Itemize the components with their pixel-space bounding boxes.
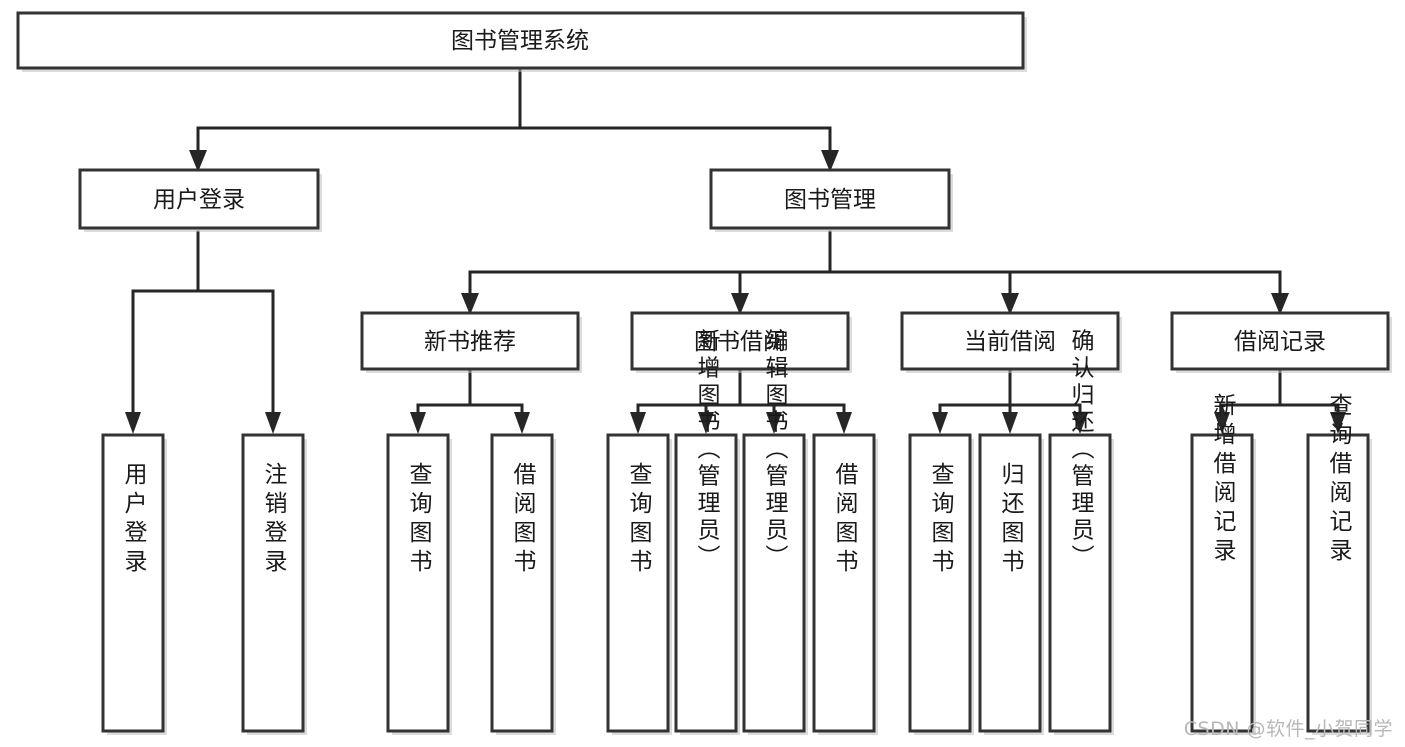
- book-borrow-box: [630, 311, 850, 371]
- leaf-edit-book-box: [742, 433, 806, 733]
- leaf-node-confirm-return[interactable]: 确认归还（管理员）: [1048, 329, 1114, 736]
- leaf-query-book-2-box: [606, 433, 670, 733]
- arrow-leaf-query-book-1: [410, 412, 426, 434]
- leaf-node-logout-login[interactable]: 注销登录: [241, 433, 307, 735]
- leaf-return-book-box: [978, 433, 1042, 733]
- leaf-confirm-return-label: 确认归还（管理员）: [1067, 329, 1095, 572]
- arrow-leaf-return-book: [1002, 412, 1018, 434]
- arrow-borrow-record: [1271, 293, 1289, 315]
- arrow-leaf-query-book-3: [932, 412, 948, 434]
- leaf-logout-login-box: [241, 433, 305, 733]
- arrow-new-book-recommend: [461, 293, 479, 315]
- node-book-management[interactable]: 图书管理: [709, 168, 953, 232]
- leaf-node-return-book[interactable]: 归还图书: [978, 433, 1044, 735]
- leaf-node-edit-book[interactable]: 编辑图书（管理员）: [742, 329, 808, 736]
- user-login-label: 用户登录: [153, 187, 245, 213]
- leaf-node-user-login[interactable]: 用户登录: [101, 433, 167, 735]
- node-root-system[interactable]: 图书管理系统: [16, 11, 1027, 72]
- leaf-query-book-1-label: 查询图书: [405, 462, 433, 578]
- leaf-add-record-label: 新增借阅记录: [1209, 393, 1237, 567]
- leaf-borrow-book-2-box: [812, 433, 876, 733]
- arrow-leaf-logout: [265, 412, 281, 434]
- leaf-node-add-record[interactable]: 新增借阅记录: [1190, 393, 1256, 735]
- leaf-node-borrow-book-1[interactable]: 借阅图书: [490, 433, 556, 735]
- node-current-borrow[interactable]: 当前借阅: [900, 311, 1122, 373]
- arrow-user-login: [189, 150, 207, 172]
- arrow-current-borrow: [1001, 293, 1019, 315]
- leaf-add-book-label: 新增图书（管理员）: [693, 329, 721, 572]
- leaf-query-book-1-box: [386, 433, 450, 733]
- csdn-watermark: CSDN @软件_小贺同学: [1183, 718, 1393, 740]
- arrow-leaf-add-book: [698, 412, 714, 434]
- root-box: [16, 11, 1025, 70]
- leaf-return-book-label: 归还图书: [997, 462, 1025, 578]
- borrow-record-label: 借阅记录: [1234, 329, 1326, 355]
- leaf-query-book-3-label: 查询图书: [927, 462, 955, 578]
- node-new-book-recommend[interactable]: 新书推荐: [360, 311, 582, 373]
- new-book-recommend-label: 新书推荐: [424, 329, 516, 355]
- leaf-borrow-book-1-label: 借阅图书: [509, 462, 537, 578]
- leaf-confirm-return-box: [1048, 433, 1112, 733]
- arrow-book-management: [821, 150, 839, 172]
- leaf-user-login-box: [101, 433, 165, 733]
- leaf-node-query-book-1[interactable]: 查询图书: [386, 433, 452, 735]
- node-borrow-record[interactable]: 借阅记录: [1170, 311, 1392, 373]
- arrow-book-borrow: [731, 293, 749, 315]
- node-user-login[interactable]: 用户登录: [78, 168, 322, 232]
- leaf-node-query-book-3[interactable]: 查询图书: [908, 433, 974, 735]
- leaf-add-record-box: [1190, 433, 1254, 733]
- arrow-leaf-add-record: [1214, 412, 1230, 434]
- leaf-query-record-box: [1306, 433, 1370, 733]
- leaf-node-borrow-book-2[interactable]: 借阅图书: [812, 433, 878, 735]
- leaf-node-add-book[interactable]: 新增图书（管理员）: [674, 329, 740, 736]
- leaf-node-query-record[interactable]: 查询借阅记录: [1306, 393, 1372, 735]
- leaf-query-book-3-box: [908, 433, 972, 733]
- leaf-query-record-label: 查询借阅记录: [1325, 393, 1353, 567]
- arrow-leaf-query-book-2: [630, 412, 646, 434]
- leaf-borrow-book-2-label: 借阅图书: [831, 462, 859, 578]
- leaf-borrow-book-1-box: [490, 433, 554, 733]
- connector-layer: [125, 66, 1346, 434]
- leaf-node-query-book-2[interactable]: 查询图书: [606, 433, 672, 735]
- leaf-edit-book-label: 编辑图书（管理员）: [761, 329, 789, 572]
- borrow-record-box: [1170, 311, 1390, 371]
- current-borrow-label: 当前借阅: [964, 329, 1056, 355]
- arrow-leaf-query-record: [1330, 412, 1346, 434]
- arrow-leaf-borrow-book-1: [514, 412, 530, 434]
- new-book-recommend-box: [360, 311, 580, 371]
- book-borrow-label: 图书借阅: [694, 329, 786, 355]
- leaf-logout-login-label: 注销登录: [260, 462, 288, 578]
- leaf-add-book-box: [674, 433, 738, 733]
- arrow-leaf-user-login: [125, 412, 141, 434]
- arrow-leaf-edit-book: [766, 412, 782, 434]
- book-management-label: 图书管理: [784, 187, 876, 213]
- arrow-leaf-confirm-return: [1072, 412, 1088, 434]
- node-book-borrow[interactable]: 图书借阅: [630, 311, 852, 373]
- leaf-user-login-label: 用户登录: [120, 462, 148, 578]
- root-label: 图书管理系统: [451, 28, 589, 54]
- book-management-box: [709, 168, 951, 230]
- arrow-leaf-borrow-book-2: [836, 412, 852, 434]
- leaf-query-book-2-label: 查询图书: [625, 462, 653, 578]
- current-borrow-box: [900, 311, 1120, 371]
- user-login-box: [78, 168, 320, 230]
